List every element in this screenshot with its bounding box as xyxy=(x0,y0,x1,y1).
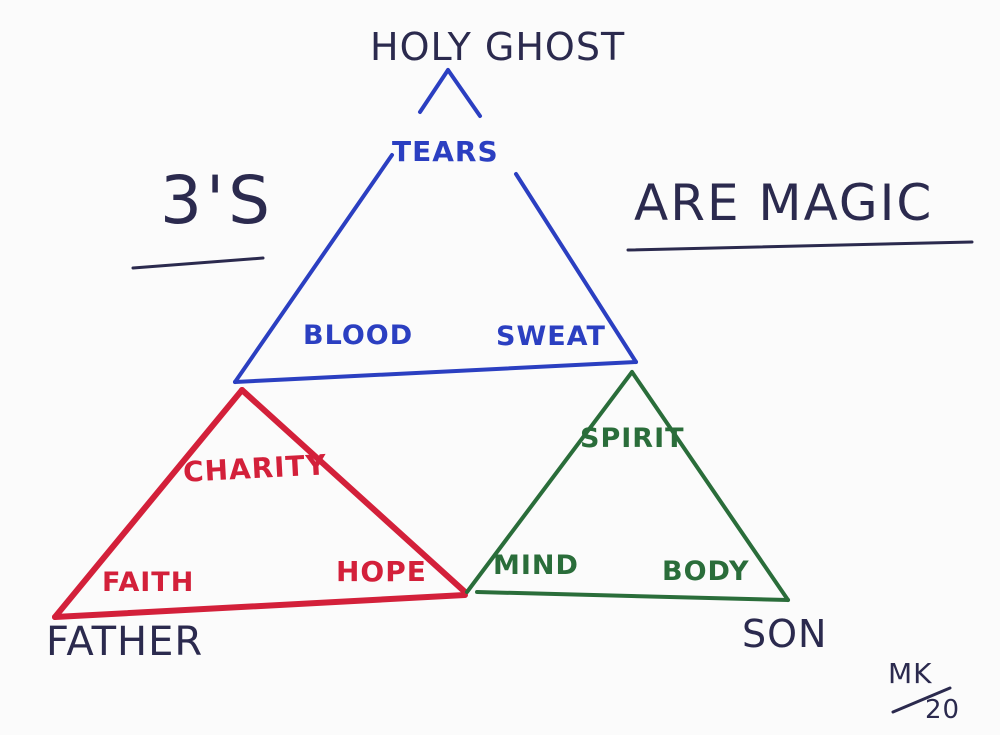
green-triangle xyxy=(465,370,790,602)
vertex-top-label: HOLY GHOST xyxy=(370,25,626,69)
red-triangle-left-edge xyxy=(52,387,245,620)
green-triangle-left-edge xyxy=(465,370,634,594)
red-right-label: HOPE xyxy=(336,555,427,588)
blue-top-label: TEARS xyxy=(392,135,499,168)
red-left-label: FAITH xyxy=(102,567,195,598)
signature-number: 20 xyxy=(925,695,961,725)
left-heading: 3'S xyxy=(160,162,275,239)
vertex-left-label: FATHER xyxy=(46,619,204,665)
green-triangle-base xyxy=(475,590,790,602)
right-heading-underline xyxy=(626,240,974,252)
green-left-label: MIND xyxy=(493,550,579,581)
blue-triangle xyxy=(233,68,638,384)
blue-triangle-base xyxy=(233,360,638,384)
vertex-right-label: SON xyxy=(742,612,828,656)
red-top-label: CHARITY xyxy=(182,448,328,489)
blue-triangle-right-edge-lower xyxy=(514,172,638,364)
green-triangle-right-edge xyxy=(630,370,790,602)
blue-triangle-right-edge xyxy=(446,68,482,118)
left-heading-underline xyxy=(131,256,265,270)
signature-initials: MK xyxy=(888,657,933,690)
blue-left-label: BLOOD xyxy=(303,320,414,351)
green-right-label: BODY xyxy=(662,556,750,587)
red-triangle-base xyxy=(52,592,468,620)
right-heading: ARE MAGIC xyxy=(634,174,934,232)
blue-triangle-left-edge-lower xyxy=(233,153,394,384)
green-top-label: SPIRIT xyxy=(580,423,685,454)
red-triangle-right-edge xyxy=(239,387,468,595)
blue-right-label: SWEAT xyxy=(496,321,606,352)
signature-slash xyxy=(891,686,952,714)
blue-triangle-left-edge xyxy=(418,68,450,114)
red-triangle xyxy=(52,387,468,620)
